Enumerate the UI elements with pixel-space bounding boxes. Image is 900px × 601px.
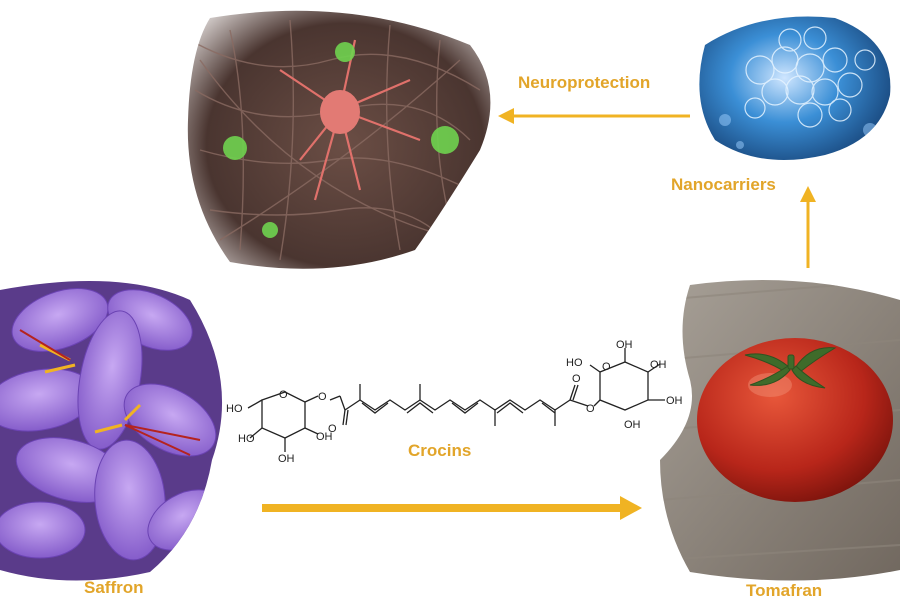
label-nanocarriers: Nanocarriers (671, 175, 776, 194)
crocin-structure (247, 348, 665, 452)
atom-label: O (318, 391, 327, 403)
atom-label: HO (226, 403, 243, 415)
label-neuroprotection: Neuroprotection (518, 73, 651, 92)
arrow-tomato-to-nano (800, 186, 816, 268)
neuron-network-image (187, 10, 491, 269)
saffron-flower-image (0, 281, 223, 581)
atom-label: O (328, 423, 337, 435)
atom-label: O (602, 361, 611, 373)
atom-label: O (586, 403, 595, 415)
arrow-saffron-to-tomato (262, 496, 642, 520)
atom-label: O (279, 389, 288, 401)
atom-label: HO (238, 433, 255, 445)
atom-label: OH (316, 431, 333, 443)
atom-label: OH (278, 453, 295, 465)
tomato-image (660, 280, 900, 581)
atom-label: OH (650, 359, 667, 371)
label-crocins: Crocins (408, 441, 472, 460)
atom-label: OH (666, 395, 683, 407)
arrow-nano-to-neuro (498, 108, 690, 124)
nanocarrier-cluster-image (699, 16, 891, 161)
atom-label: HO (566, 357, 583, 369)
atom-label: O (572, 373, 581, 385)
atom-label: OH (624, 419, 641, 431)
label-saffron: Saffron (84, 578, 144, 597)
atom-label: OH (616, 339, 633, 351)
crocin-atom-labels: HO O HO OH OH O O O O O OH OH HO OH OH (226, 339, 683, 465)
label-tomafran: Tomafran (746, 581, 823, 600)
